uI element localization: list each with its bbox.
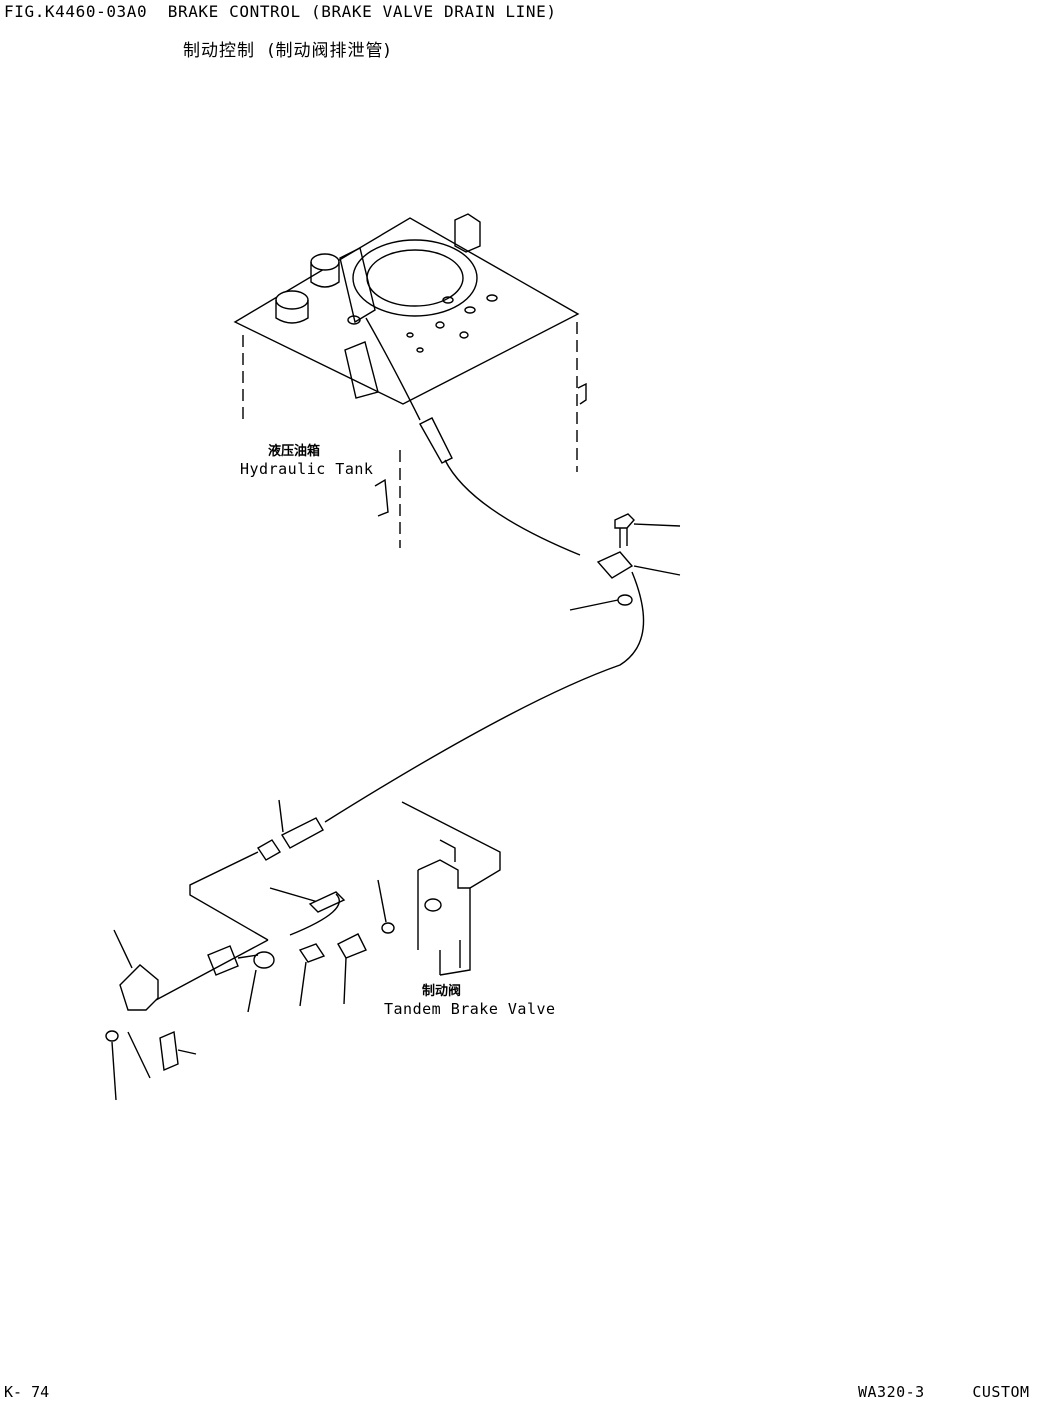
hydraulic-tank-label: Hydraulic Tank	[240, 460, 374, 478]
drain-hose-lower	[189, 571, 645, 941]
figure-title-chinese: 制动控制 (制动阀排泄管)	[183, 41, 392, 61]
elbow-and-bracket	[105, 929, 275, 1101]
hydraulic-tank-label-cn: 液压油箱	[268, 444, 321, 459]
brake-valve-label-cn: 制动阀	[422, 984, 462, 999]
drain-hose-upper	[365, 317, 581, 556]
tandem-brake-valve	[401, 801, 501, 976]
brake-valve-label: Tandem Brake Valve	[384, 1000, 556, 1018]
model-code: WA320-3 CUSTOM	[858, 1383, 1030, 1401]
clamp-assembly	[569, 513, 681, 611]
page-number: K- 74	[4, 1383, 50, 1401]
hydraulic-tank	[233, 213, 587, 548]
figure-title: FIG.K4460-03A0 BRAKE CONTROL (BRAKE VALV…	[4, 2, 557, 21]
valve-fittings	[269, 879, 395, 1007]
